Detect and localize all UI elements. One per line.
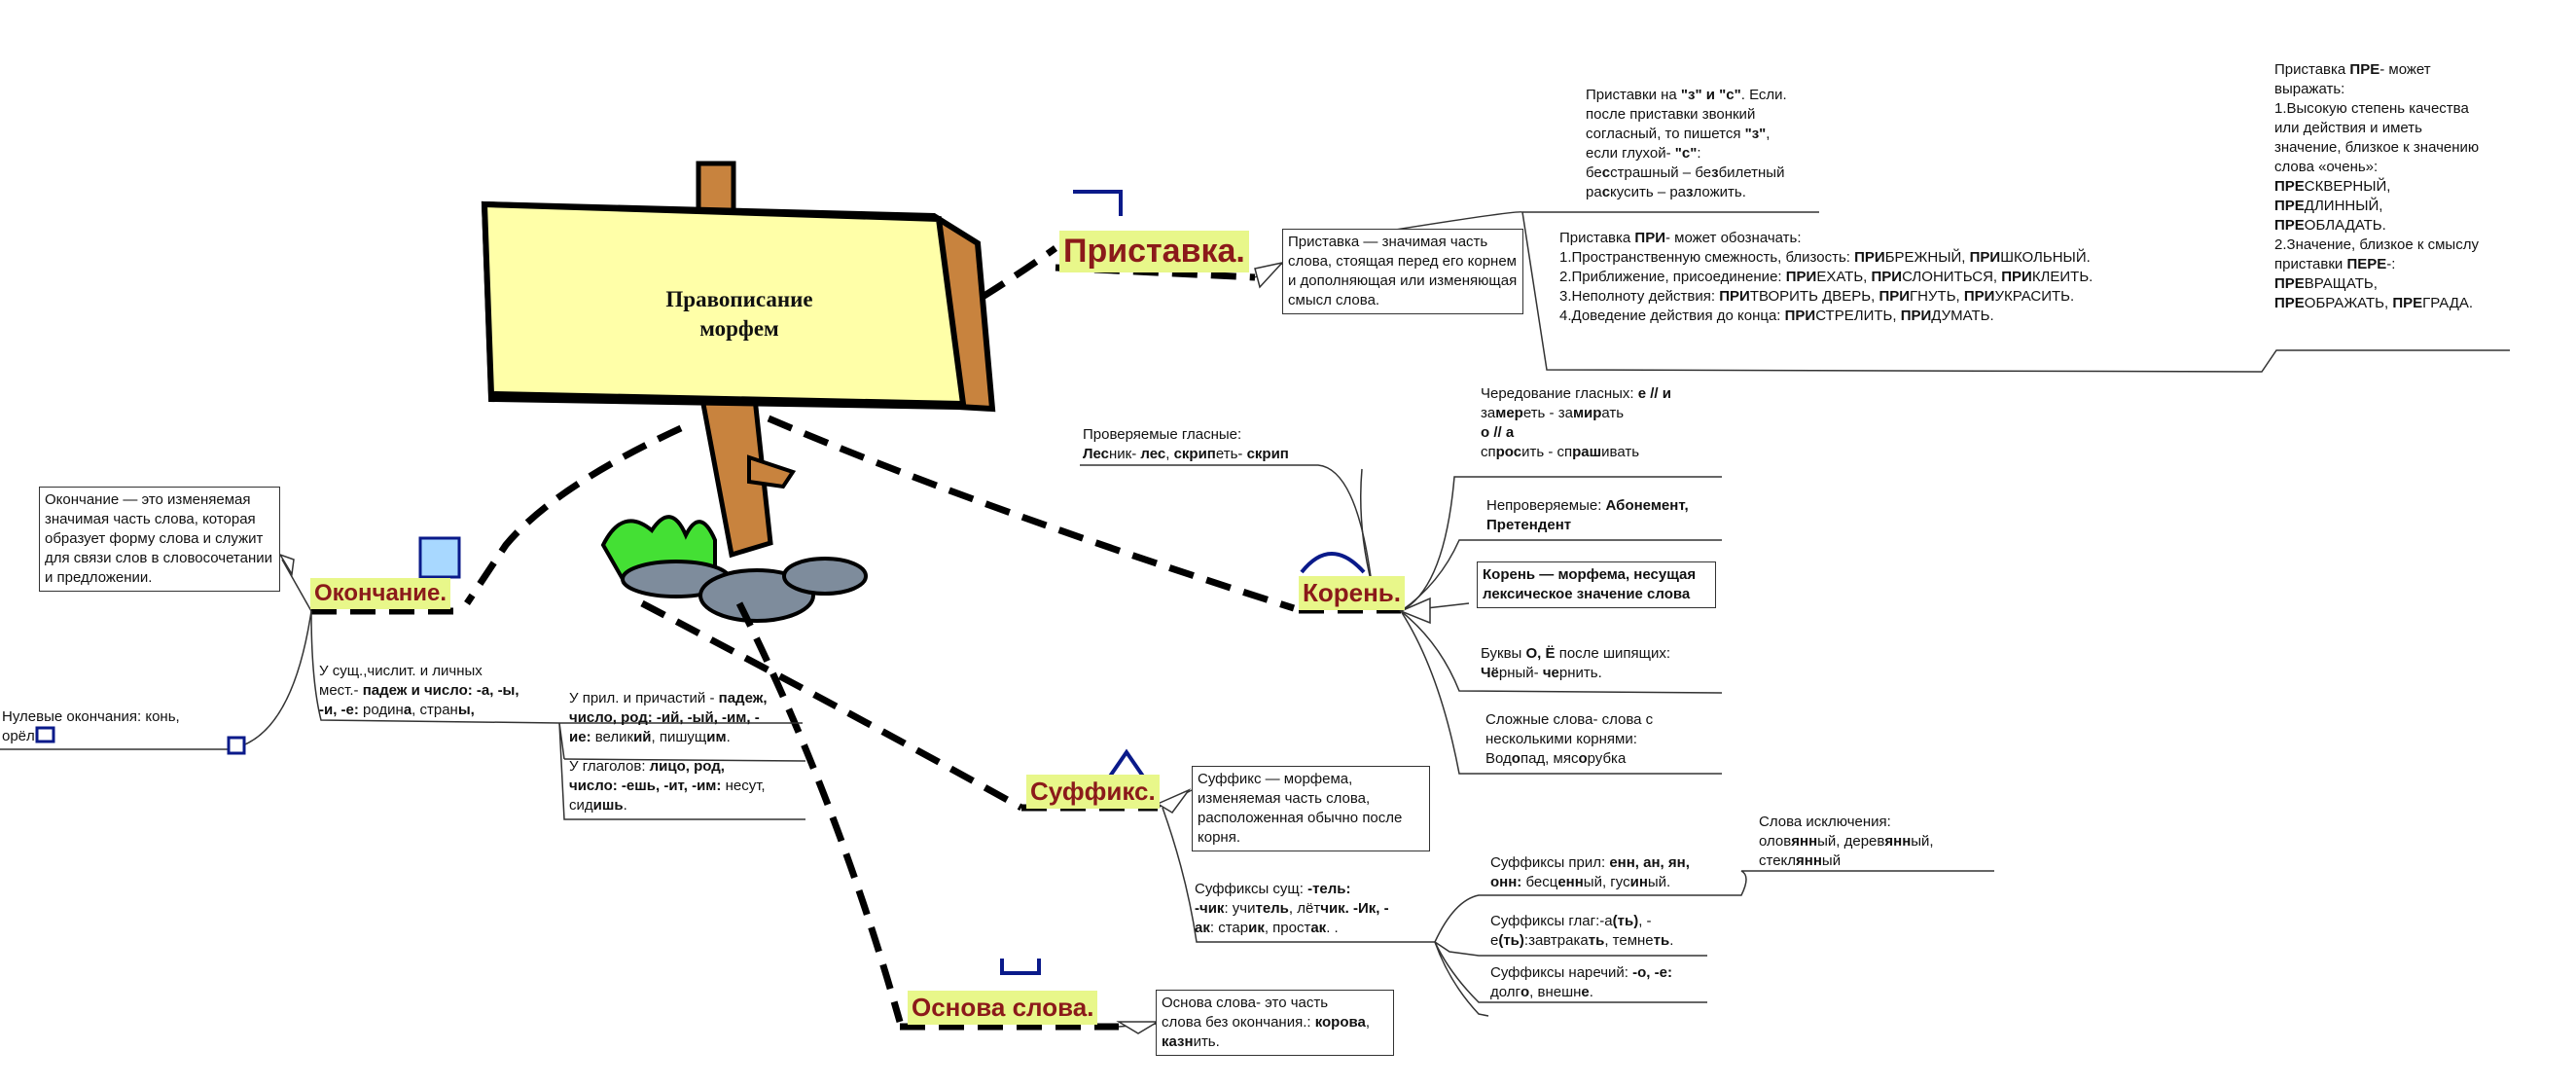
ending-verbs-note: У глаголов: лицо, род, число: -ешь, -ит,… [569,758,766,814]
zero-ending-symbol [35,726,55,743]
suffix-symbol [1105,748,1148,782]
root-symbol [1300,552,1366,574]
root-checked-note: Проверяемые гласные: Лесник- лес, скрипе… [1083,426,1289,462]
root-unchecked-note: Непроверяемые: Абонемент, Претендент [1486,497,1689,533]
suffix-definition: Суффикс — морфема, изменяемая часть слов… [1192,766,1430,851]
ending-adj-note: У прил. и причастий - падеж, число, род:… [569,690,768,745]
prefix-definition: Приставка — значимая часть слова, стояща… [1282,229,1523,314]
suffix-nouns-note: Суффиксы сущ: -тель: -чик: учитель, лётч… [1195,881,1389,936]
suffix-verbs-note: Суффиксы глаг:-а(ть), - е(ть):завтракать… [1490,913,1674,949]
root-alternation-note: Чередование гласных: е // и замереть - з… [1481,385,1671,460]
stem-definition: Основа слова- это часть слова без оконча… [1156,990,1394,1056]
signpost-illustration [481,161,996,623]
prefix-pre-note: Приставка ПРЕ- может выражать: 1.Высокую… [2274,61,2480,311]
suffix-adj-note: Суффиксы прил: енн, ан, ян, онн: бесценн… [1490,854,1690,890]
ending-nouns-note: У сущ.,числит. и личных мест.- падеж и ч… [319,663,519,718]
prefix-symbol [1073,190,1123,216]
suffix-exceptions-note: Слова исключения: оловянный, деревянный,… [1759,814,1934,869]
suffix-adverbs-note: Суффиксы наречий: -о, -е: долго, внешне. [1490,964,1672,1000]
label-stem: Основа слова. [908,991,1098,1025]
label-root: Корень. [1299,576,1406,610]
stem-symbol [1000,959,1041,975]
morpheme-symbols [1000,190,1366,975]
ending-zero-note: Нулевые окончания: конь, орёл [2,708,180,744]
label-suffix: Суффикс. [1026,775,1160,809]
prefix-pri-note: Приставка ПРИ- может обозначать: 1.Прост… [1559,230,2093,324]
root-definition: Корень — морфема, несущая лексическое зн… [1477,561,1716,608]
root-letters-note: Буквы О, Ё после шипящих: Чёрный- чернит… [1481,645,1670,681]
ending-symbol [418,536,461,579]
label-ending: Окончание. [310,578,451,609]
arrowheads [278,261,1431,1034]
root-compound-note: Сложные слова- слова с несколькими корня… [1485,711,1654,767]
prefix-zs-note: Приставки на "з" и "с". Если. после прис… [1586,87,1787,200]
sign-title: Правописание морфем [665,287,813,341]
ending-symbol-small [227,736,246,755]
label-prefix: Приставка. [1059,231,1249,272]
main-branches [311,245,1401,1031]
ending-definition: Окончание — это изменяемая значимая част… [39,487,280,592]
